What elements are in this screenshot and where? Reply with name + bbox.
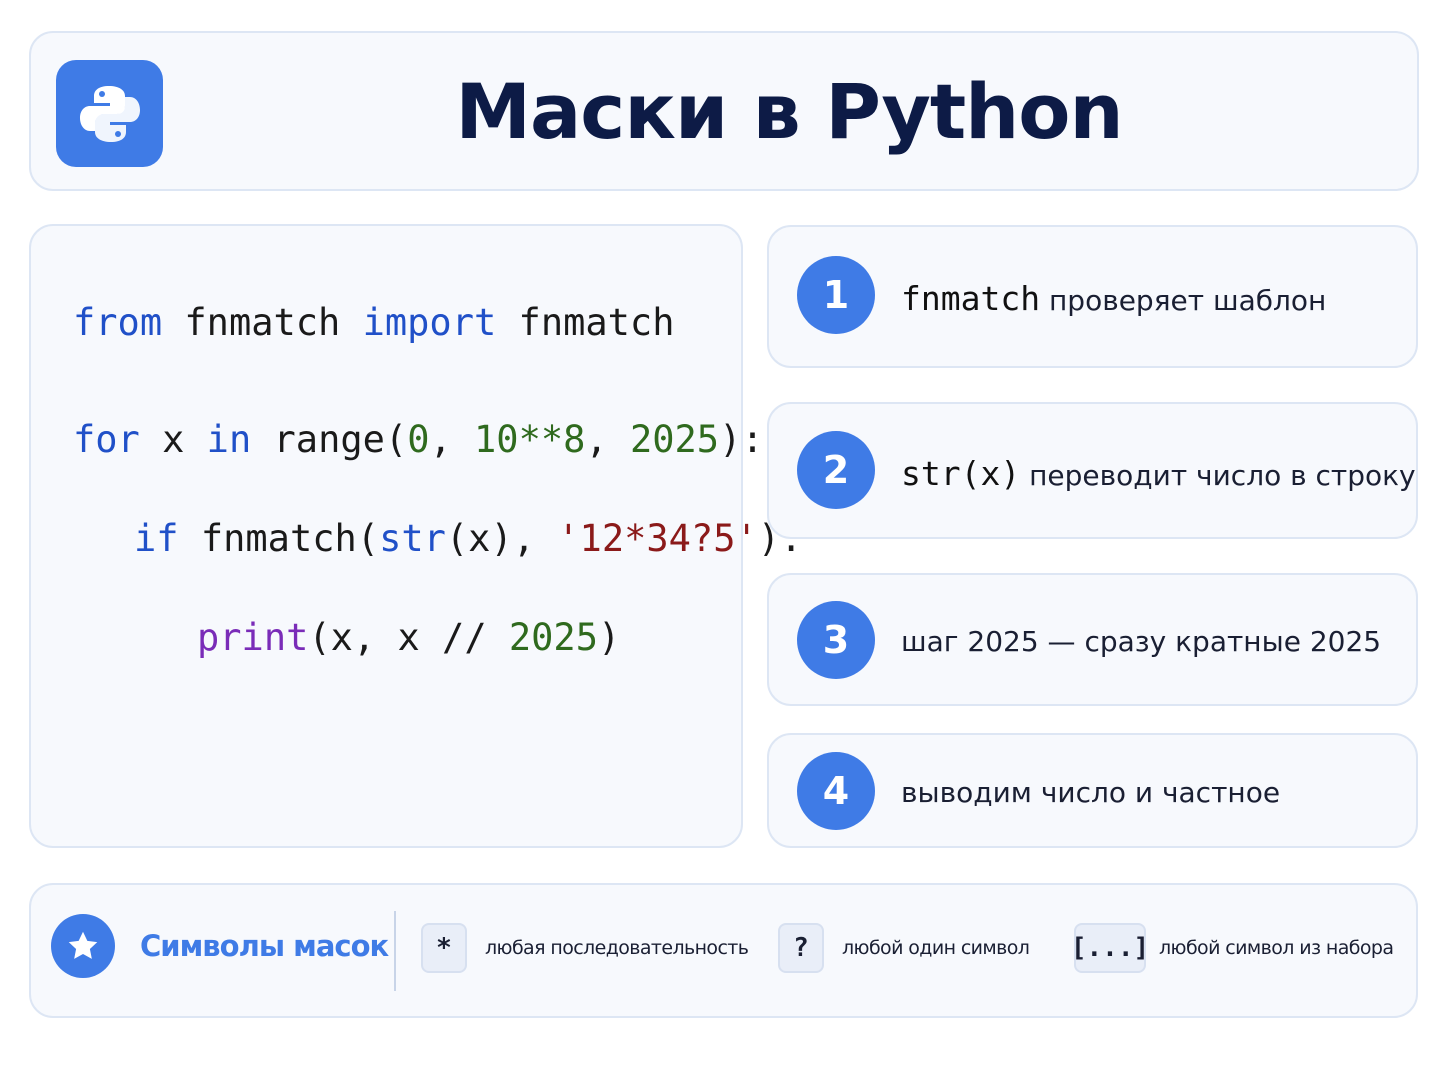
star-icon xyxy=(51,914,115,978)
step-description: переводит число в строку xyxy=(1029,459,1416,492)
code-line-4: print(x, x // 2025) xyxy=(197,616,620,660)
keyword-in: in xyxy=(206,418,252,461)
step-number-badge: 2 xyxy=(797,431,875,509)
paren-open: ( xyxy=(384,418,408,461)
range-step: 2025 xyxy=(629,418,720,461)
symbol-question: ? xyxy=(778,923,824,973)
print-args: (x, x // xyxy=(308,616,509,659)
step-card-2: 2 str(x) переводит число в строку xyxy=(767,402,1418,539)
step-card-1: 1 fnmatch проверяет шаблон xyxy=(767,225,1418,368)
paren-close: ): xyxy=(719,418,764,461)
page-title: Маски в Python xyxy=(455,67,1123,156)
step-number-badge: 3 xyxy=(797,601,875,679)
paren-open: ( xyxy=(356,517,380,560)
call-args: (x), xyxy=(445,517,558,560)
step-card-4: 4 выводим число и частное xyxy=(767,733,1418,848)
divisor-number: 2025 xyxy=(508,616,598,659)
symbol-asterisk: * xyxy=(421,923,467,973)
step-text: str(x) переводит число в строку xyxy=(901,454,1416,493)
code-line-2: for x in range(0, 10**8, 2025): xyxy=(73,418,764,462)
step-text: выводим число и частное xyxy=(901,776,1406,809)
step-number-badge: 1 xyxy=(797,256,875,334)
step-text: fnmatch проверяет шаблон xyxy=(901,279,1406,318)
keyword-import: import xyxy=(362,301,497,344)
imported-name: fnmatch xyxy=(518,301,675,344)
range-func: range xyxy=(273,418,385,461)
builtin-str: str xyxy=(379,517,446,560)
code-block: from fnmatch import fnmatch for x in ran… xyxy=(29,224,802,848)
symbol-description: любой символ из набора xyxy=(1159,937,1394,959)
separator: , xyxy=(429,418,475,461)
legend-title: Символы масок xyxy=(140,929,389,963)
range-start: 0 xyxy=(407,418,430,461)
code-line-1: from fnmatch import fnmatch xyxy=(73,301,674,345)
keyword-if: if xyxy=(134,517,179,560)
symbol-description: любая последовательность xyxy=(485,937,749,959)
legend-divider xyxy=(394,911,396,991)
code-line-3: if fnmatch(str(x), '12*34?5'): xyxy=(134,517,802,561)
range-stop: 10**8 xyxy=(474,418,586,461)
step-code: fnmatch xyxy=(901,279,1041,318)
keyword-from: from xyxy=(73,301,163,344)
builtin-print: print xyxy=(197,616,309,659)
mask-symbols-legend: Символы масок * любая последовательность… xyxy=(29,883,1418,1018)
header-card: Маски в Python xyxy=(29,31,1419,191)
symbol-brackets: [...] xyxy=(1071,923,1149,973)
step-code: str(x) xyxy=(901,454,1021,493)
loop-variable: x xyxy=(162,418,185,461)
step-text: шаг 2025 — сразу кратные 2025 xyxy=(901,625,1406,658)
step-card-3: 3 шаг 2025 — сразу кратные 2025 xyxy=(767,573,1418,706)
python-logo-icon xyxy=(56,60,163,167)
step-description: шаг 2025 — сразу кратные 2025 xyxy=(901,625,1382,658)
separator: , xyxy=(585,418,630,461)
symbol-description: любой один символ xyxy=(842,937,1030,959)
mask-pattern: '12*34?5' xyxy=(557,517,758,560)
keyword-for: for xyxy=(73,418,140,461)
step-description: выводим число и частное xyxy=(901,776,1281,809)
module-name: fnmatch xyxy=(184,301,341,344)
step-description: проверяет шаблон xyxy=(1048,284,1327,317)
step-number-badge: 4 xyxy=(797,752,875,830)
paren-close: ) xyxy=(597,616,621,659)
fnmatch-call: fnmatch xyxy=(200,517,357,560)
